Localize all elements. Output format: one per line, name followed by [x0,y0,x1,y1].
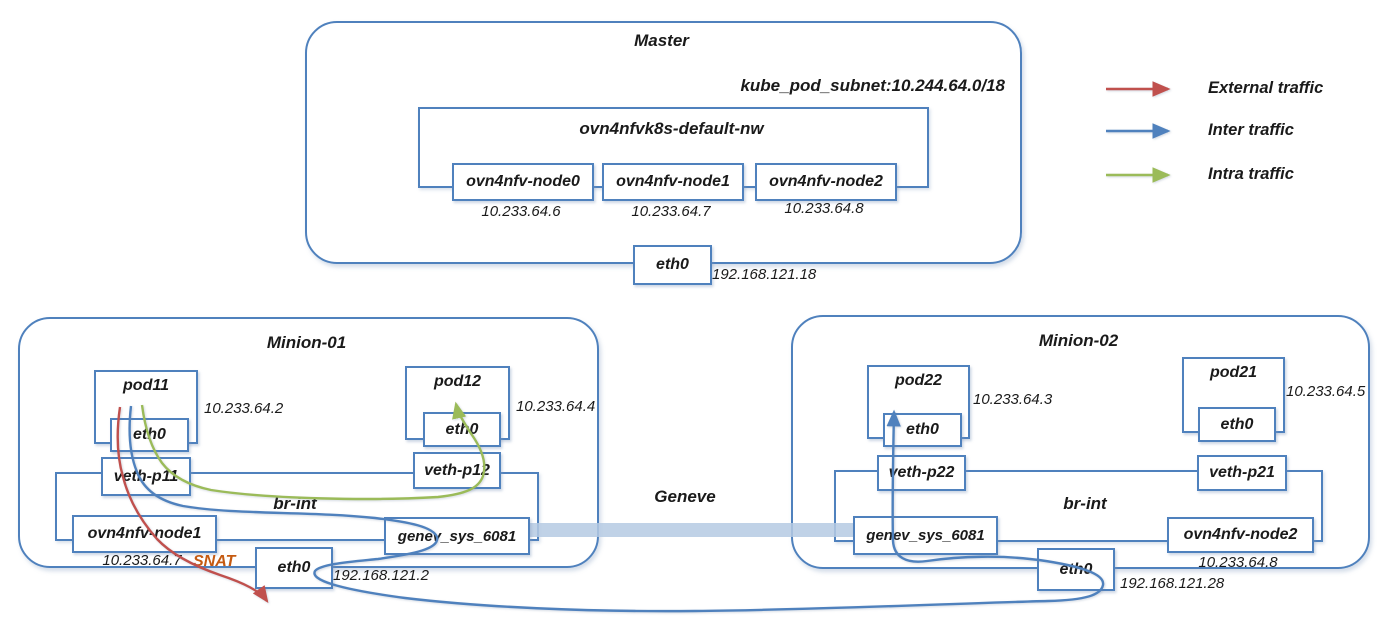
minion2-eth0-box: eth0 [1037,548,1115,591]
minion1-geneve-port-box: genev_sys_6081 [384,517,530,555]
minion2-eth0-label: eth0 [1059,560,1093,578]
pod11-label: pod11 [123,377,169,394]
snat-label: SNAT [193,553,236,570]
pod22-eth0-label: eth0 [906,421,939,438]
master-eth0-box: eth0 [633,245,712,285]
pod12-eth0-label: eth0 [445,420,479,438]
legend-external-label: External traffic [1208,79,1324,97]
master-eth0-label: eth0 [656,256,689,273]
veth-p11-label: veth-p11 [113,467,179,485]
master-node0-box: ovn4nfv-node0 [452,163,594,201]
pod11-eth0-label: eth0 [133,426,166,443]
minion2-title: Minion-02 [1038,331,1119,350]
minion1-eth0-box: eth0 [255,547,333,589]
pod12-ip: 10.233.64.4 [516,398,596,415]
minion1-eth0-ip: 192.168.121.2 [333,567,429,584]
master-node2-box: ovn4nfv-node2 [755,163,897,201]
minion2-node-ip: 10.233.64.8 [1198,554,1278,571]
pod11-eth0-box: eth0 [110,418,189,452]
minion1-title: Minion-01 [266,333,347,352]
master-node2-ip: 10.233.64.8 [784,200,864,217]
minion1-node-ip: 10.233.64.7 [102,552,182,569]
minion1-brint-label: br-int [273,494,317,513]
minion1-node-label: ovn4nfv-node1 [87,525,202,542]
pod22-eth0-box: eth0 [883,413,962,447]
pod21-ip: 10.233.64.5 [1286,383,1366,400]
default-network-title: ovn4nfvk8s-default-nw [579,119,764,138]
pod22-ip: 10.233.64.3 [973,391,1053,408]
minion2-eth0-ip: 192.168.121.28 [1120,575,1225,592]
master-node1-ip: 10.233.64.7 [631,203,711,220]
veth-p21-label: veth-p21 [1209,464,1275,481]
master-node1-box: ovn4nfv-node1 [602,163,744,201]
master-node2-label: ovn4nfv-node2 [769,173,883,190]
veth-p22-label: veth-p22 [888,464,955,481]
minion1-geneve-port-label: genev_sys_6081 [397,527,517,545]
veth-p22-box: veth-p22 [877,455,966,491]
pod21-eth0-box: eth0 [1198,407,1276,442]
pod12-eth0-box: eth0 [423,412,501,447]
minion1-eth0-label: eth0 [277,559,311,576]
pod11-ip: 10.233.64.2 [204,400,284,417]
veth-p11-box: veth-p11 [101,457,191,496]
veth-p12-box: veth-p12 [413,452,501,489]
minion2-brint-label: br-int [1063,494,1107,513]
master-node1-label: ovn4nfv-node1 [616,173,730,190]
geneve-tunnel-band [527,523,853,537]
minion2-geneve-port-box: genev_sys_6081 [853,516,998,555]
master-node0-label: ovn4nfv-node0 [466,173,580,190]
pod21-label: pod21 [1209,364,1258,381]
pod22-label: pod22 [894,372,943,389]
pod21-eth0-label: eth0 [1220,415,1254,433]
pod12-label: pod12 [433,373,482,390]
minion1-node-box: ovn4nfv-node1 [72,515,217,553]
kube-pod-subnet-label: kube_pod_subnet:10.244.64.0/18 [740,76,1005,95]
minion2-node-label: ovn4nfv-node2 [1183,526,1298,543]
master-eth0-ip: 192.168.121.18 [712,266,817,283]
legend-intra-label: Intra traffic [1208,165,1294,183]
minion2-geneve-port-label: genev_sys_6081 [866,527,985,544]
legend-inter-label: Inter traffic [1208,121,1294,139]
master-title: Master [634,31,689,50]
veth-p12-label: veth-p12 [424,461,490,479]
master-node0-ip: 10.233.64.6 [481,203,561,220]
geneve-label: Geneve [654,487,716,506]
veth-p21-box: veth-p21 [1197,455,1287,491]
minion2-node-box: ovn4nfv-node2 [1167,517,1314,553]
